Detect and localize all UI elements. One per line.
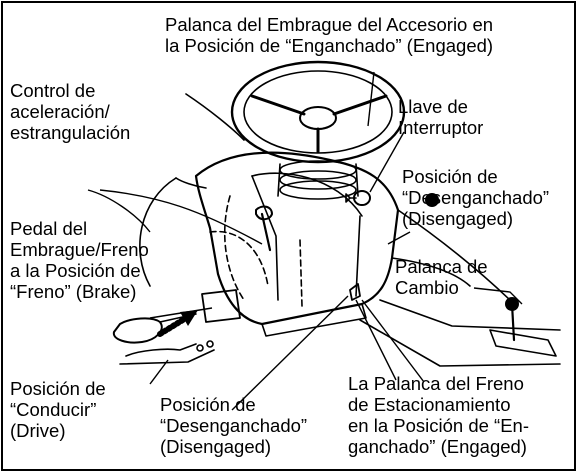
parking-brake-lever: [349, 283, 361, 301]
leader-lines: [87, 71, 523, 411]
label-shift-lever: Palanca de Cambio: [395, 256, 488, 298]
brake-direction-arrow: [157, 310, 198, 337]
steering-column: [277, 160, 359, 200]
label-drive-position: Posición de “Conducir” (Drive): [10, 378, 106, 441]
label-ignition-key: Llave de Interruptor: [398, 96, 484, 138]
shift-lever-knob-marker: [505, 297, 519, 311]
throttle-lever: [255, 205, 273, 252]
label-parking-brake-engaged: La Palanca del Freno de Estacionamiento …: [348, 373, 529, 457]
markers: [425, 193, 519, 311]
label-accessory-clutch-engaged: Palanca del Embrague del Accesorio en la…: [165, 14, 494, 56]
label-throttle-control: Control de aceleración/ estrangulación: [10, 80, 131, 143]
label-disengaged-position-right: Posición de “Desenganchado” (Disengaged): [402, 166, 550, 229]
hood-fender: [139, 93, 561, 367]
disengaged-marker: [425, 193, 439, 207]
label-disengaged-position-bottom: Posición de “Desenganchado” (Disengaged): [160, 394, 308, 457]
steering-wheel: [230, 60, 406, 164]
label-clutch-brake-pedal: Pedal del Embrague/Freno a la Posición d…: [10, 218, 149, 302]
ignition-key: [345, 190, 371, 206]
diagram-frame: [1, 1, 576, 471]
